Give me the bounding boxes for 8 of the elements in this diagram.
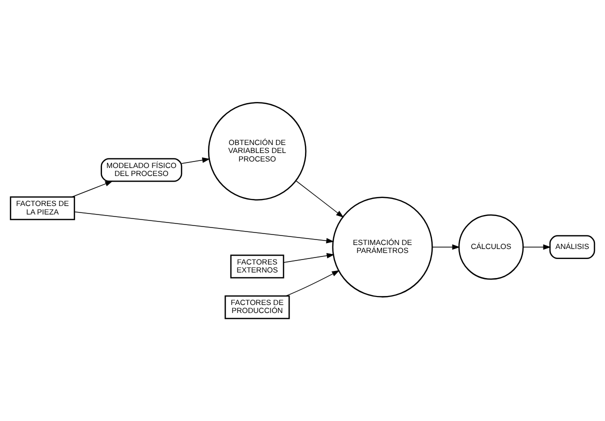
arrow <box>432 244 460 250</box>
arrow <box>74 211 334 244</box>
arrow <box>286 270 340 296</box>
arrow <box>283 253 335 263</box>
arrow <box>72 180 113 198</box>
arrow <box>181 157 210 164</box>
arrow <box>296 180 344 218</box>
arrow <box>522 244 551 250</box>
